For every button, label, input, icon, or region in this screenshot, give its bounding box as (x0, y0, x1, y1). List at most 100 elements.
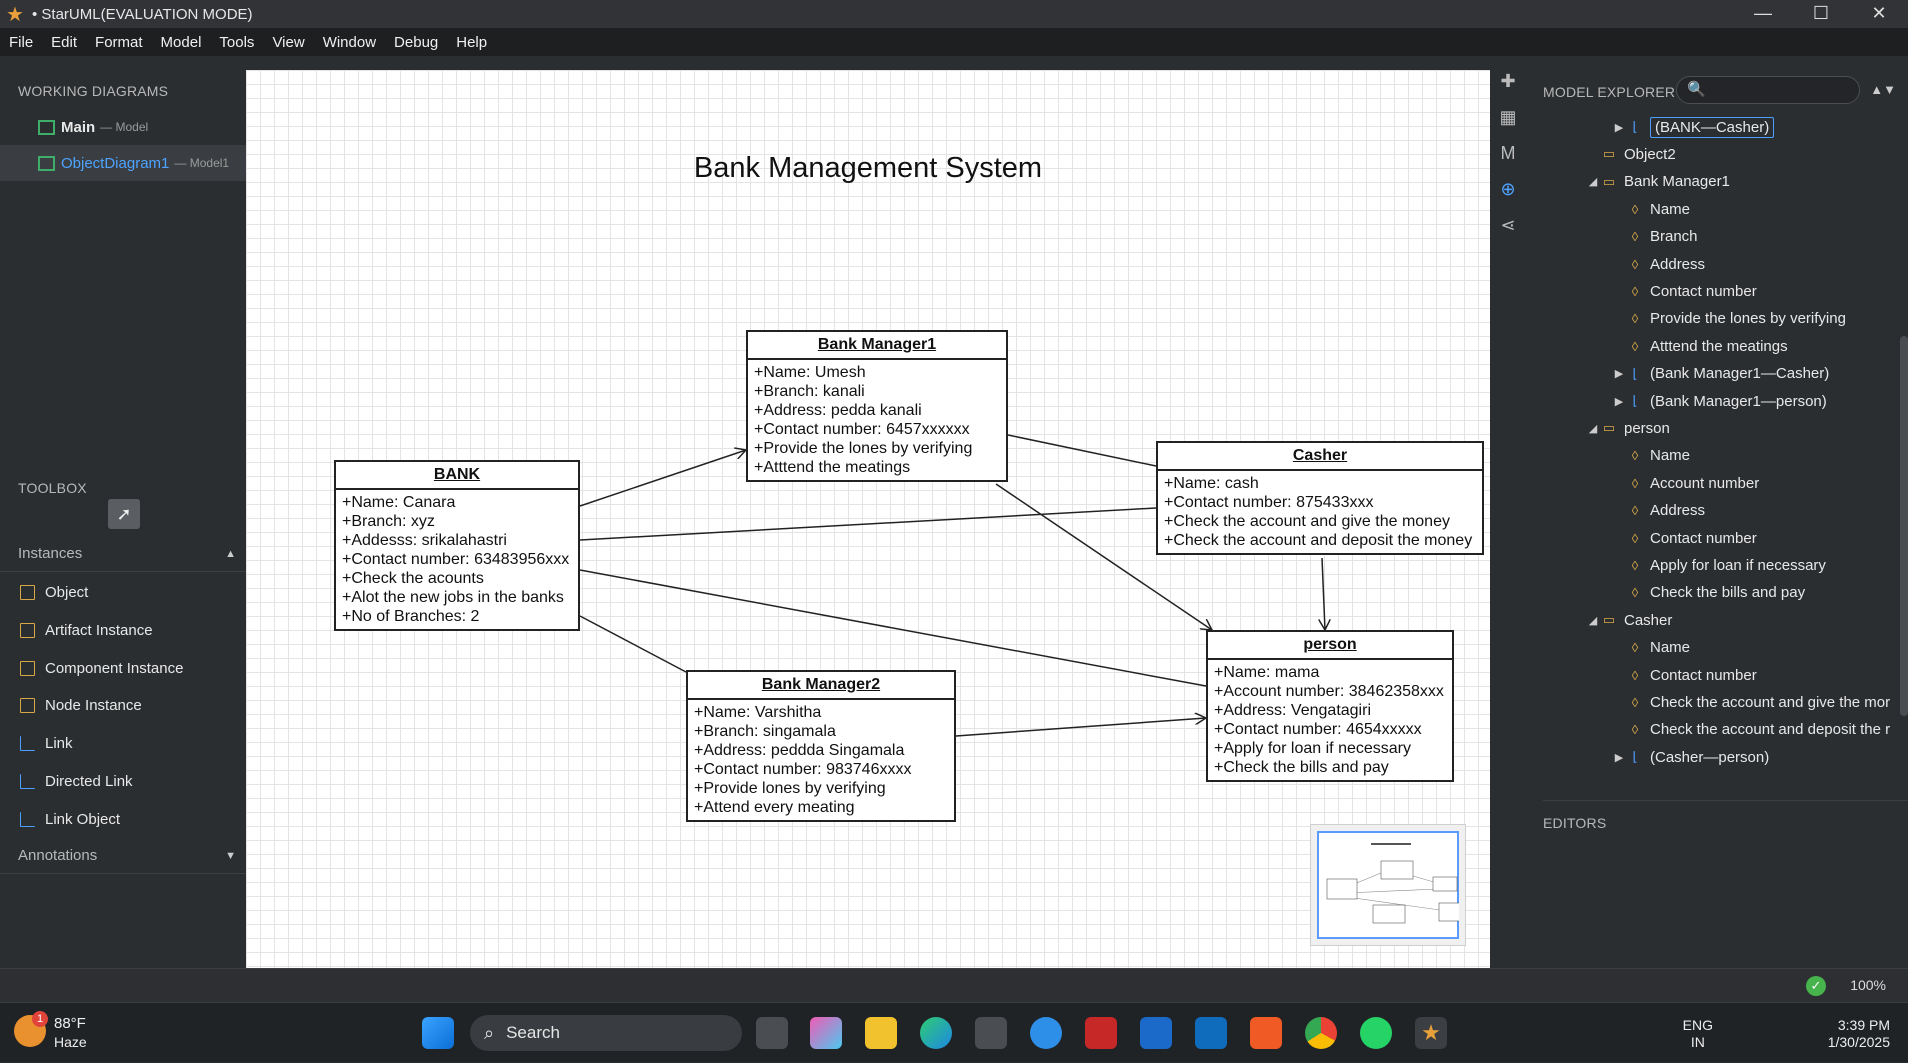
minimap-viewport[interactable] (1317, 831, 1466, 939)
working-diagram-main[interactable]: Main — Model (0, 109, 246, 145)
tree-item-slot[interactable]: ◊Contact number (1526, 278, 1908, 304)
maximize-button[interactable]: ☐ (1812, 3, 1830, 23)
menu-view[interactable]: View (272, 33, 305, 51)
object-casher[interactable]: Casher +Name: cash +Contact number: 8754… (1156, 441, 1484, 555)
expand-toggle-icon[interactable]: ◢ (1588, 176, 1598, 189)
clock[interactable]: 3:39 PM 1/30/2025 (1828, 1017, 1890, 1051)
staruml-taskbar-icon[interactable]: ★ (1415, 1017, 1447, 1049)
tree-item-link[interactable]: ▶⌊(Bank Manager1—Casher) (1526, 361, 1908, 387)
taskbar-search-box[interactable]: ⌕Search (470, 1015, 742, 1051)
link-bank-casher[interactable] (579, 507, 1157, 541)
tree-item-link[interactable]: ▶⌊(Casher—person) (1526, 744, 1908, 770)
validation-ok-icon[interactable]: ✓ (1806, 976, 1826, 996)
link-bank-person[interactable] (579, 569, 1207, 687)
chrome-icon[interactable] (1305, 1017, 1337, 1049)
tree-item-slot[interactable]: ◊Check the account and deposit the r (1526, 717, 1908, 743)
tree-item-slot[interactable]: ◊Atttend the meatings (1526, 333, 1908, 359)
tree-item-link[interactable]: ▶⌊(BANK—Casher) (1526, 114, 1908, 140)
toolbox-group-instances[interactable]: Instances ▲ (0, 536, 246, 572)
help-icon[interactable] (1030, 1017, 1062, 1049)
tree-item-slot[interactable]: ◊Check the account and give the mor (1526, 689, 1908, 715)
expand-toggle-icon[interactable]: ▶ (1614, 751, 1624, 764)
mcafee-icon[interactable] (1085, 1017, 1117, 1049)
working-diagram-objectdiagram1[interactable]: ObjectDiagram1 — Model1 (0, 145, 246, 181)
tool-object[interactable]: Object (0, 573, 246, 611)
file-explorer-icon[interactable] (865, 1017, 897, 1049)
tree-item-slot[interactable]: ◊Provide the lones by verifying (1526, 306, 1908, 332)
menu-edit[interactable]: Edit (51, 33, 78, 51)
diagram-title[interactable]: Bank Management System (693, 152, 1043, 184)
tree-item-object[interactable]: ◢▭Casher (1526, 607, 1908, 633)
myhp-icon[interactable] (1140, 1017, 1172, 1049)
diagram-canvas[interactable]: Bank Management System BANK +Name: Canar… (246, 70, 1490, 968)
tree-item-slot[interactable]: ◊Account number (1526, 470, 1908, 496)
tool-link-object[interactable]: Link Object (0, 800, 246, 838)
link-bm1-casher[interactable] (1007, 434, 1157, 467)
menu-file[interactable]: File (9, 33, 34, 51)
markdown-icon[interactable]: M (1500, 143, 1516, 163)
tree-item-slot[interactable]: ◊Address (1526, 251, 1908, 277)
object-person[interactable]: person +Name: mama +Account number: 3846… (1206, 630, 1454, 782)
link-casher-person[interactable] (1322, 557, 1325, 630)
tool-artifact-instance[interactable]: Artifact Instance (0, 611, 246, 649)
tree-item-slot[interactable]: ◊Apply for loan if necessary (1526, 552, 1908, 578)
tool-node-instance[interactable]: Node Instance (0, 686, 246, 724)
link-bm1-person[interactable] (995, 483, 1212, 630)
expand-toggle-icon[interactable]: ▶ (1614, 395, 1624, 408)
expand-toggle-icon[interactable]: ◢ (1588, 422, 1598, 435)
tree-item-slot[interactable]: ◊Name (1526, 196, 1908, 222)
brave-browser-icon[interactable] (1250, 1017, 1282, 1049)
menu-model[interactable]: Model (160, 33, 202, 51)
select-cursor-tool-icon[interactable]: ➚ (108, 499, 140, 529)
menu-tools[interactable]: Tools (219, 33, 255, 51)
windows-start-icon[interactable] (422, 1017, 454, 1049)
link-bank-bm1[interactable] (579, 450, 746, 507)
tree-item-slot[interactable]: ◊Address (1526, 498, 1908, 524)
task-view-icon[interactable] (756, 1017, 788, 1049)
tree-item-object[interactable]: ▭Object2 (1526, 141, 1908, 167)
weather-widget[interactable]: 1 88°F Haze (14, 1011, 87, 1051)
tree-scrollbar[interactable] (1900, 336, 1908, 716)
toolbox-group-annotations[interactable]: Annotations ▼ (0, 838, 246, 874)
tree-item-object[interactable]: ◢▭Bank Manager1 (1526, 169, 1908, 195)
tree-item-object[interactable]: ◢▭person (1526, 415, 1908, 441)
tree-item-slot[interactable]: ◊Name (1526, 635, 1908, 661)
diagram-minimap[interactable] (1310, 824, 1466, 946)
menu-format[interactable]: Format (95, 33, 143, 51)
object-bank[interactable]: BANK +Name: Canara +Branch: xyz +Addesss… (334, 460, 580, 631)
menu-window[interactable]: Window (322, 33, 377, 51)
tree-item-slot[interactable]: ◊Contact number (1526, 525, 1908, 551)
share-icon[interactable]: ⋖ (1500, 215, 1516, 235)
menu-help[interactable]: Help (456, 33, 488, 51)
layout-panels-icon[interactable]: ▦ (1499, 107, 1517, 127)
navigator-crosshair-icon[interactable]: ⊕ (1500, 179, 1516, 199)
close-button[interactable]: ✕ (1871, 3, 1887, 23)
outlook-icon[interactable] (1195, 1017, 1227, 1049)
object-bank-manager2[interactable]: Bank Manager2 +Name: Varshitha +Branch: … (686, 670, 956, 822)
tool-link[interactable]: Link (0, 724, 246, 762)
object-bank-manager1[interactable]: Bank Manager1 +Name: Umesh +Branch: kana… (746, 330, 1008, 482)
extensions-puzzle-icon[interactable]: ✚ (1500, 71, 1516, 91)
sort-arrows-icon[interactable]: ▲▼ (1870, 82, 1896, 97)
tree-item-slot[interactable]: ◊Branch (1526, 224, 1908, 250)
copilot-icon[interactable] (810, 1017, 842, 1049)
edge-browser-icon[interactable] (920, 1017, 952, 1049)
zoom-level[interactable]: 100% (1850, 977, 1886, 993)
language-indicator[interactable]: ENG IN (1683, 1017, 1713, 1051)
minimize-button[interactable]: — (1754, 3, 1772, 23)
expand-toggle-icon[interactable]: ◢ (1588, 614, 1598, 627)
expand-toggle-icon[interactable]: ▶ (1614, 121, 1624, 134)
menu-debug[interactable]: Debug (394, 33, 439, 51)
tree-item-slot[interactable]: ◊Check the bills and pay (1526, 580, 1908, 606)
tree-item-link[interactable]: ▶⌊(Bank Manager1—person) (1526, 388, 1908, 414)
model-explorer-search-input[interactable]: 🔍 (1676, 76, 1860, 104)
microsoft-store-icon[interactable] (975, 1017, 1007, 1049)
tree-item-slot[interactable]: ◊Contact number (1526, 662, 1908, 688)
link-bank-bm2[interactable] (579, 615, 687, 673)
whatsapp-icon[interactable] (1360, 1017, 1392, 1049)
expand-toggle-icon[interactable]: ▶ (1614, 368, 1624, 381)
tree-item-slot[interactable]: ◊Name (1526, 443, 1908, 469)
tool-component-instance[interactable]: Component Instance (0, 649, 246, 687)
link-bm2-person[interactable] (955, 718, 1206, 737)
tool-directed-link[interactable]: Directed Link (0, 762, 246, 800)
